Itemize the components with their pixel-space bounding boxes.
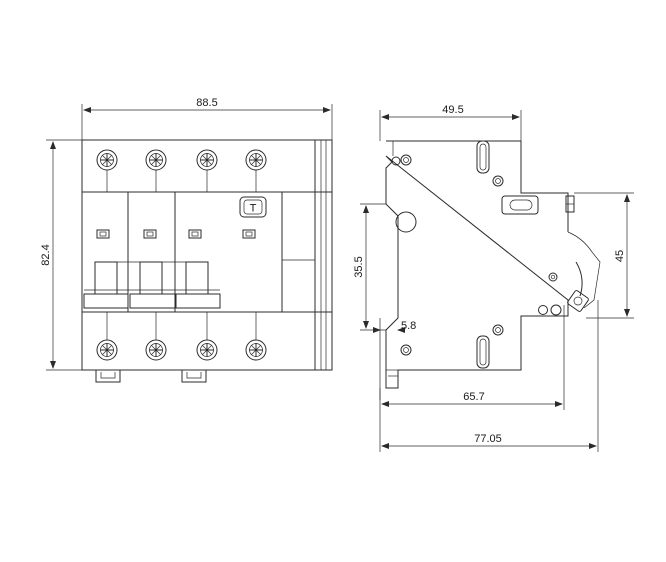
- side-width-dimension: 49.5: [379, 104, 522, 141]
- depth-toggle-dimension: 65.7: [379, 305, 565, 452]
- rail-offset-label: 5.8: [401, 320, 416, 332]
- screw-icon: [245, 339, 267, 361]
- screw-icon: [245, 149, 267, 171]
- din-clips: [95, 370, 207, 383]
- total-depth-label: 77.05: [474, 433, 502, 445]
- depth-toggle-label: 65.7: [463, 391, 484, 403]
- total-depth-dimension: 77.05: [381, 300, 599, 452]
- width-dimension-label: 88.5: [196, 97, 217, 109]
- screw-icon: [145, 339, 167, 361]
- rail-height-dimension: 35.5: [353, 203, 386, 331]
- screw-icon: [96, 339, 118, 361]
- test-button[interactable]: T: [239, 196, 267, 218]
- indicator-windows: [96, 229, 256, 239]
- side-view: 49.5 35.5 5.8 45 65.7: [353, 104, 634, 452]
- bottom-terminal-screws: [96, 312, 267, 361]
- toggle-height-label: 45: [614, 250, 626, 262]
- screw-icon: [196, 339, 218, 361]
- height-dimension-label: 82.4: [40, 244, 52, 265]
- toggle-height-dimension: 45: [574, 192, 634, 319]
- width-dimension: 88.5: [81, 97, 333, 140]
- top-terminal-screws: [96, 149, 267, 192]
- front-body-outline: [81, 139, 333, 371]
- side-width-label: 49.5: [442, 104, 463, 116]
- test-button-label: T: [250, 203, 257, 215]
- front-view: T: [40, 97, 333, 383]
- screw-icon: [145, 149, 167, 171]
- height-dimension: 82.4: [40, 139, 82, 371]
- rail-offset-dimension: 5.8: [373, 318, 416, 400]
- screw-icon: [196, 149, 218, 171]
- rail-height-label: 35.5: [353, 256, 365, 277]
- toggle-levers[interactable]: [83, 261, 221, 309]
- screw-icon: [96, 149, 118, 171]
